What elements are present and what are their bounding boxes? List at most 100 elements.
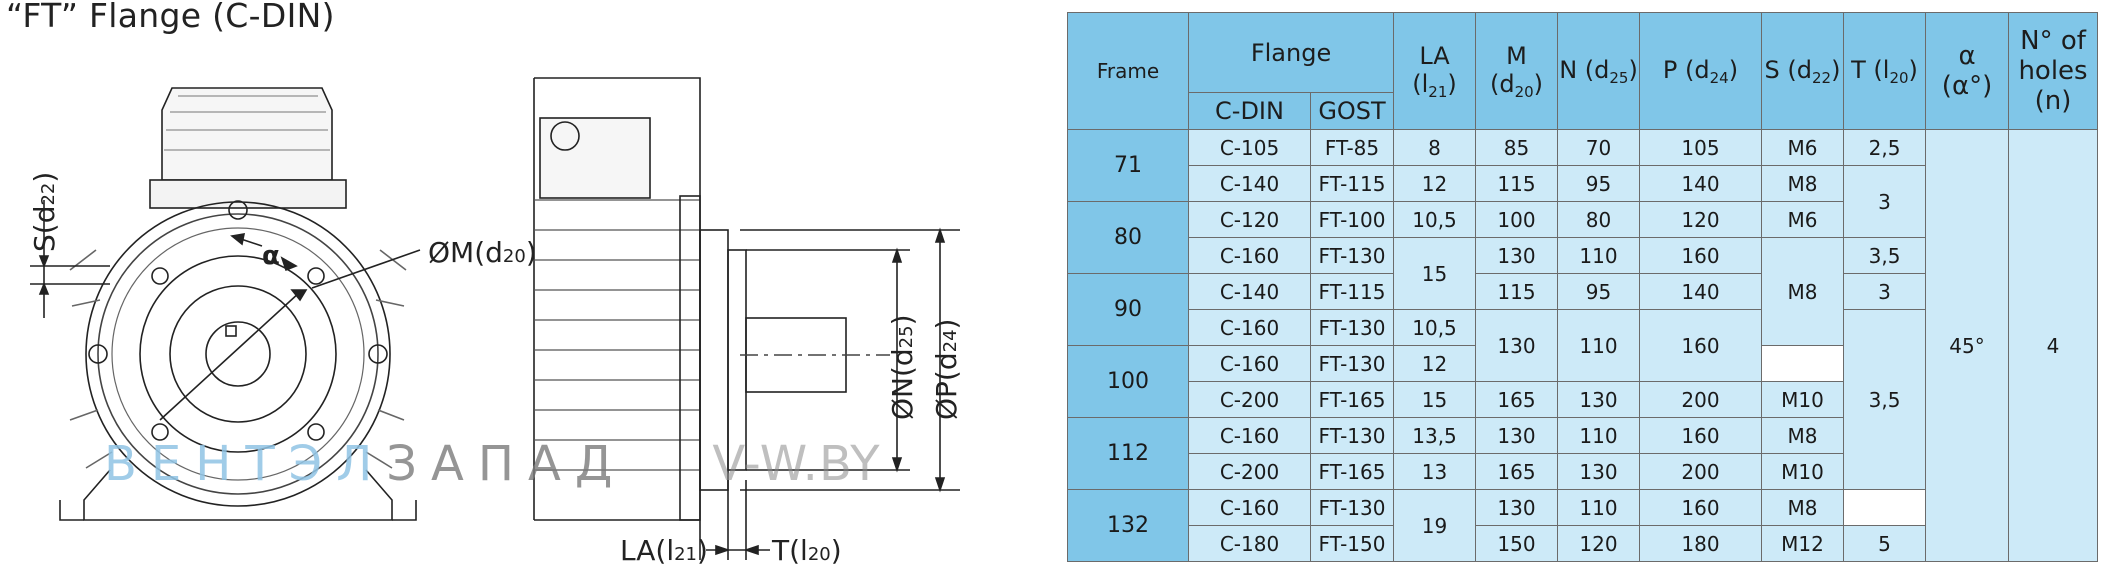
t-cell: 2,5 [1843, 129, 1927, 166]
s-cell: M8 [1761, 417, 1845, 454]
gost-cell: FT-130 [1309, 345, 1395, 382]
page-title: “FT” Flange (C-DIN) [6, 0, 335, 35]
p-cell: 160 [1639, 237, 1763, 274]
p-cell: 160 [1639, 489, 1763, 526]
table-row: 100 C-160 FT-130 12 [1067, 345, 2098, 418]
s-cell: M6 [1761, 201, 1845, 238]
p-cell: 160 [1639, 417, 1763, 454]
la-label: LA(l21) [620, 534, 708, 567]
holes-value-cell: 4 [2008, 129, 2099, 562]
la-cell: 15 [1393, 237, 1477, 310]
m-dimension-line [159, 249, 421, 421]
motor-side-view [533, 77, 890, 521]
n-cell: 70 [1557, 129, 1641, 166]
table-row: C-200 FT-165 15 165 130 200 M10 [1068, 381, 2098, 418]
frame-cell: 112 [1067, 417, 1189, 490]
n-cell: 110 [1557, 309, 1641, 382]
la-t-dimension-lines [699, 480, 770, 560]
la-cell: 15 [1393, 381, 1477, 418]
s-cell: M8 [1761, 237, 1845, 346]
header-cdin: C-DIN [1188, 92, 1311, 130]
n-cell: 95 [1557, 165, 1641, 202]
gost-cell: FT-115 [1309, 165, 1395, 202]
t-cell: 3,5 [1843, 237, 1927, 274]
la-cell: 12 [1393, 345, 1477, 382]
gost-cell: FT-130 [1309, 417, 1395, 454]
frame-cell: 132 [1067, 489, 1189, 562]
cdin-cell: C-160 [1188, 489, 1311, 526]
t-cell: 5 [1843, 525, 1927, 562]
p-cell: 140 [1639, 165, 1763, 202]
alpha-value-cell: 45° [1925, 129, 2010, 562]
cdin-cell: C-140 [1188, 165, 1311, 202]
p-cell: 140 [1639, 273, 1763, 310]
header-m: M (d20) [1475, 12, 1559, 130]
cdin-cell: C-160 [1188, 237, 1311, 274]
cdin-cell: C-180 [1188, 525, 1311, 562]
t-cell: 3 [1843, 165, 1927, 238]
p-cell: 180 [1639, 525, 1763, 562]
table-row: C-160 FT-130 10,5 130 110 160 3,5 [1068, 309, 2098, 490]
m-cell: 130 [1475, 237, 1559, 274]
la-cell: 8 [1393, 129, 1477, 166]
cdin-cell: C-105 [1188, 129, 1311, 166]
m-cell: 115 [1475, 273, 1559, 310]
s-dimension-line [30, 200, 110, 318]
header-la: LA (l21) [1393, 12, 1477, 130]
header-gost: GOST [1309, 92, 1395, 130]
gost-cell: FT-100 [1309, 201, 1395, 238]
s-cell: M8 [1761, 165, 1845, 202]
s-cell: M12 [1761, 525, 1845, 562]
table-row: C-160 FT-130 15 130 110 160 M8 3,5 [1068, 237, 2098, 346]
frame-cell: 100 [1067, 345, 1189, 418]
header-flange: Flange [1187, 12, 1395, 93]
s-cell: M6 [1761, 129, 1845, 166]
n-cell: 95 [1557, 273, 1641, 310]
la-cell: 10,5 [1393, 309, 1477, 346]
p-cell: 160 [1639, 309, 1763, 382]
p-cell: 120 [1639, 201, 1763, 238]
gost-cell: FT-165 [1309, 381, 1395, 418]
m-cell: 100 [1475, 201, 1559, 238]
la-cell: 19 [1393, 489, 1477, 562]
cdin-cell: C-160 [1188, 309, 1311, 346]
header-s: S (d22) [1761, 12, 1845, 130]
n-p-dimension-lines [740, 227, 960, 493]
cdin-cell: C-120 [1188, 201, 1311, 238]
gost-cell: FT-115 [1309, 273, 1395, 310]
t-cell: 3,5 [1843, 309, 1927, 490]
la-cell: 12 [1393, 165, 1477, 202]
cdin-cell: C-200 [1188, 381, 1311, 418]
header-n: N (d25) [1557, 12, 1641, 130]
cdin-cell: C-160 [1188, 417, 1311, 454]
frame-cell: 80 [1067, 201, 1189, 274]
table-row: C-140 FT-115 12 115 95 140 M8 3 [1068, 165, 2098, 238]
gost-cell: FT-150 [1309, 525, 1395, 562]
n-cell: 80 [1557, 201, 1641, 238]
table-row: C-180 FT-150 150 120 180 M12 5 [1068, 525, 2098, 562]
cdin-cell: C-160 [1188, 345, 1311, 382]
n-cell: 130 [1557, 381, 1641, 418]
m-cell: 85 [1475, 129, 1559, 166]
table-row: 132 C-160 FT-130 19 130 110 160 M8 [1067, 489, 2098, 562]
la-cell: 13 [1393, 453, 1477, 490]
s-label: S(d22) [28, 172, 61, 252]
table-row: 80 C-120 FT-100 10,5 100 80 120 M6 [1067, 201, 2098, 274]
m-cell: 165 [1475, 453, 1559, 490]
header-frame: Frame [1067, 12, 1189, 130]
m-cell: 130 [1475, 309, 1559, 382]
flange-spec-table: Frame Flange LA (l21) M (d20) N (d25) P … [1067, 12, 2099, 562]
frame-cell: 71 [1067, 129, 1189, 202]
gost-cell: FT-85 [1309, 129, 1395, 166]
n-cell: 110 [1557, 417, 1641, 454]
t-cell: 3 [1843, 273, 1927, 310]
gost-cell: FT-130 [1309, 237, 1395, 274]
m-cell: 165 [1475, 381, 1559, 418]
m-label: ØM(d20) [428, 236, 537, 269]
t-label: T(l20) [771, 534, 842, 567]
la-cell: 13,5 [1393, 417, 1477, 454]
n-label: ØN(d25) [886, 314, 919, 420]
p-cell: 200 [1639, 453, 1763, 490]
